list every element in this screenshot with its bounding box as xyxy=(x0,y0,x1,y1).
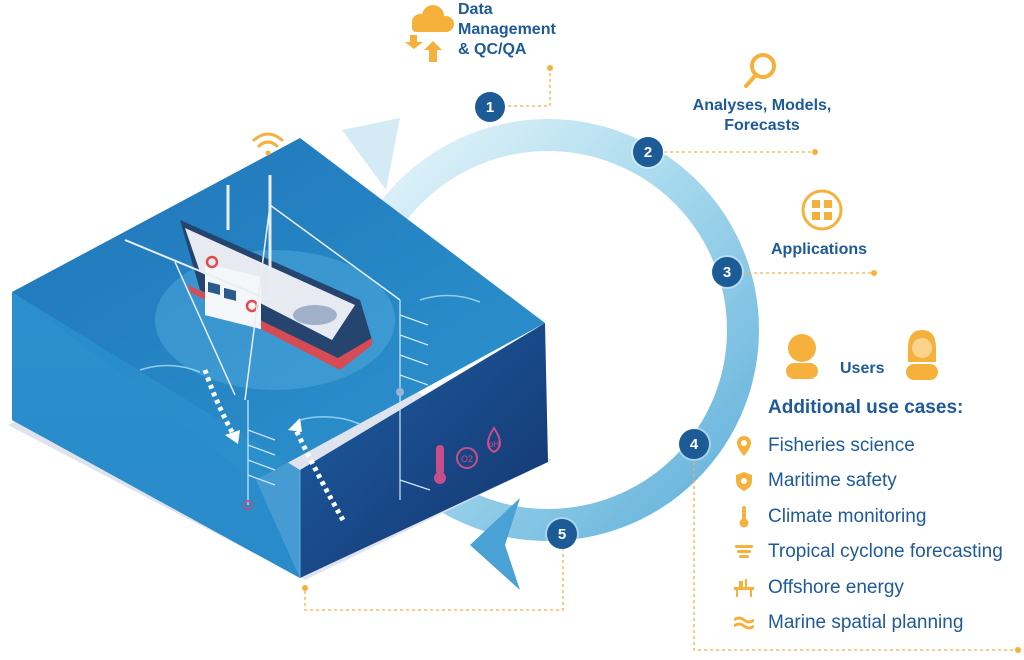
oxygen-sensor-icon xyxy=(456,447,478,469)
list-item: Maritime safety xyxy=(733,464,1003,500)
svg-text:pH: pH xyxy=(489,440,499,449)
step-2-badge: 2 xyxy=(633,137,663,167)
step-3-label: Applications xyxy=(771,241,868,258)
step-1-label-line: Data xyxy=(458,1,493,18)
step-1-badge: 1 xyxy=(475,92,505,122)
use-cases-list: Fisheries science Maritime safety Climat… xyxy=(733,428,1003,641)
ocean-front-face-lower xyxy=(12,292,300,578)
list-item: Tropical cyclone forecasting xyxy=(733,535,1003,571)
step-2-label-line: Analyses, Models, xyxy=(692,97,832,114)
leader-dots xyxy=(302,65,1021,653)
use-case-label: Tropical cyclone forecasting xyxy=(768,541,1003,563)
profiler-paths xyxy=(202,369,346,522)
female-user-icon xyxy=(906,330,938,380)
shield-icon xyxy=(733,470,755,492)
offshore-platform-icon xyxy=(733,577,755,599)
fishing-vessel xyxy=(124,175,401,401)
step-5-badge: 5 xyxy=(547,519,577,549)
step-1-label-line: & QC/QA xyxy=(458,41,527,58)
mooring-anchor xyxy=(243,500,253,510)
sensor-moorings xyxy=(247,300,431,505)
cycle-arrow-bottom xyxy=(470,498,520,590)
cloud-sync-icon xyxy=(405,5,454,62)
use-case-label: Fisheries science xyxy=(768,434,915,456)
step-1-label: Data Management & QC/QA xyxy=(458,0,556,60)
cyclone-icon xyxy=(733,541,755,563)
grid-apps-icon xyxy=(801,189,843,231)
step-4-label: Users xyxy=(840,360,885,377)
step-1-label-line: Management xyxy=(458,21,556,38)
step-2-label-line: Forecasts xyxy=(724,117,800,134)
use-case-label: Maritime safety xyxy=(768,470,897,492)
waves-icon xyxy=(733,612,755,634)
svg-text:O2: O2 xyxy=(461,454,473,464)
male-user-icon xyxy=(786,334,818,379)
list-item: Climate monitoring xyxy=(733,499,1003,535)
ocean-right-face xyxy=(300,323,548,578)
use-case-label: Marine spatial planning xyxy=(768,612,964,634)
use-cases-title: Additional use cases: xyxy=(768,397,964,418)
step-2-label: Analyses, Models, Forecasts xyxy=(690,96,834,136)
location-pin-icon xyxy=(733,435,755,457)
step-3-badge: 3 xyxy=(712,257,742,287)
ph-sensor-icon xyxy=(487,426,501,454)
magnifier-icon xyxy=(744,53,776,88)
sensor-icons: O2 pH xyxy=(434,426,501,484)
use-case-label: Climate monitoring xyxy=(768,505,927,527)
list-item: Fisheries science xyxy=(733,428,1003,464)
list-item: Marine spatial planning xyxy=(733,606,1003,642)
use-case-label: Offshore energy xyxy=(768,576,904,598)
wifi-icon xyxy=(252,132,284,156)
thermometer-icon xyxy=(733,505,755,528)
leader-lines xyxy=(304,68,1018,651)
thermometer-icon xyxy=(436,445,444,475)
cycle-arrow-top xyxy=(342,118,400,190)
step-4-badge: 4 xyxy=(679,429,709,459)
list-item: Offshore energy xyxy=(733,570,1003,606)
mooring-anchor xyxy=(396,388,404,396)
